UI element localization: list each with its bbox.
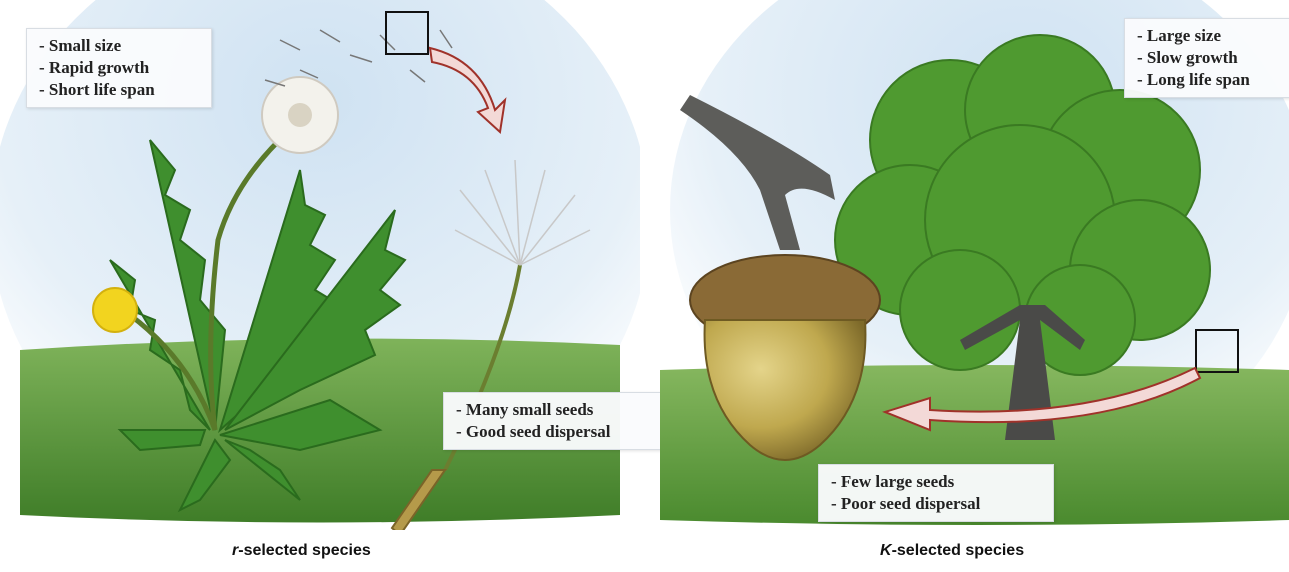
r-seed-trait: - Many small seeds [456, 399, 666, 421]
r-trait: - Short life span [39, 79, 199, 101]
k-seeds-note: - Few large seeds - Poor seed dispersal [818, 464, 1054, 522]
k-trait: - Large size [1137, 25, 1287, 47]
caption-letter: K [880, 542, 892, 559]
seed-head-center [288, 103, 312, 127]
k-selected-caption: K-selected species [880, 542, 1024, 560]
r-traits-note: - Small size - Rapid growth - Short life… [26, 28, 212, 108]
k-traits-note: - Large size - Slow growth - Long life s… [1124, 18, 1289, 98]
caption-text: -selected species [238, 542, 371, 559]
k-trait: - Long life span [1137, 69, 1287, 91]
r-trait: - Small size [39, 35, 199, 57]
dandelion-flower [93, 288, 137, 332]
k-seed-trait: - Poor seed dispersal [831, 493, 1041, 515]
caption-text: -selected species [892, 542, 1025, 559]
k-seed-trait: - Few large seeds [831, 471, 1041, 493]
r-selected-illustration: - Small size - Rapid growth - Short life… [0, 0, 640, 530]
r-trait: - Rapid growth [39, 57, 199, 79]
r-selected-caption: r-selected species [232, 542, 371, 560]
k-trait: - Slow growth [1137, 47, 1287, 69]
r-seeds-note: - Many small seeds - Good seed dispersal [443, 392, 679, 450]
r-seed-trait: - Good seed dispersal [456, 421, 666, 443]
